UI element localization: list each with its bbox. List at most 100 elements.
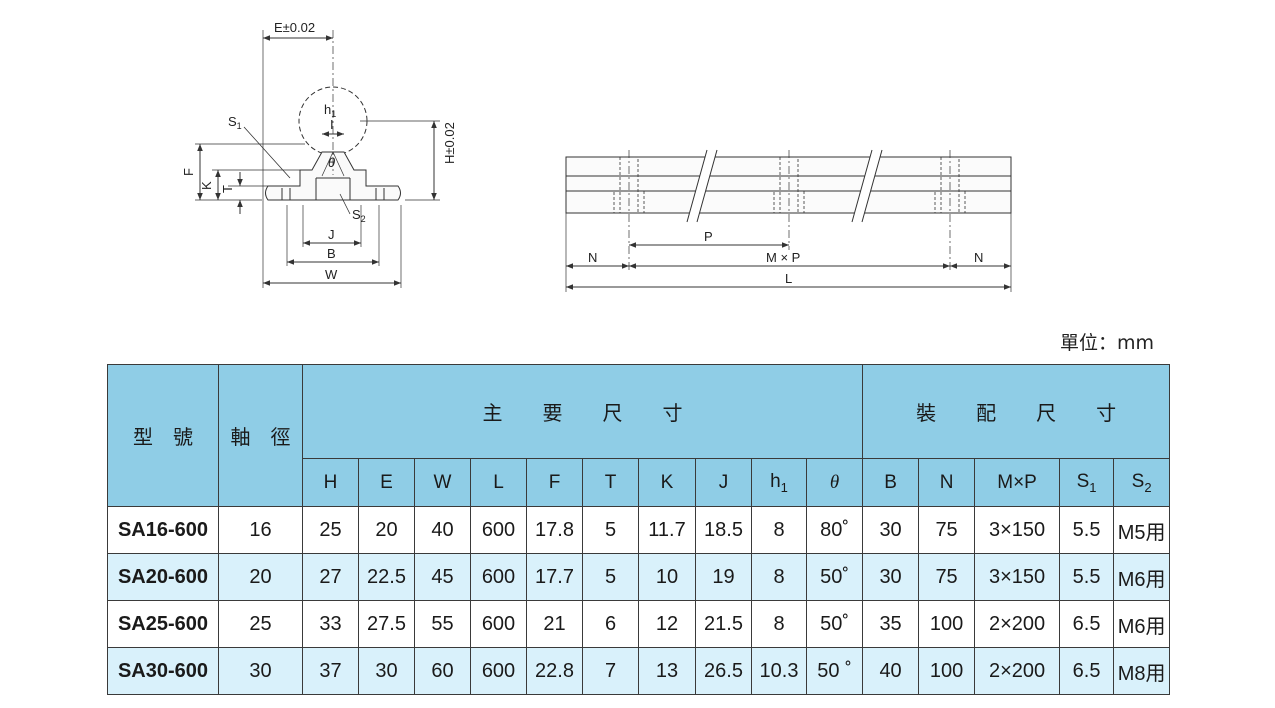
label-l: L [785, 271, 792, 286]
label-s2-sub: 2 [361, 214, 366, 224]
cell-shaft: 20 [218, 553, 303, 601]
header-n: N [918, 458, 976, 507]
label-b: B [327, 246, 336, 261]
svg-text:S2: S2 [352, 207, 366, 224]
header-w: W [414, 458, 471, 507]
cell-j: 26.5 [695, 647, 752, 695]
label-e-tolerance: ±0.02 [283, 20, 315, 35]
cell-n: 100 [918, 600, 976, 648]
cell-j: 18.5 [695, 506, 752, 554]
label-p: P [704, 229, 713, 244]
cell-t: 7 [582, 647, 639, 695]
cell-s2: M6用 [1113, 600, 1171, 648]
cell-s2: M5用 [1113, 506, 1171, 554]
header-row-group: 型 號 軸 徑 主 要 尺 寸 裝 配 尺 寸 [107, 364, 1171, 507]
cell-e: 22.5 [358, 553, 415, 601]
cell-mp: 3×150 [974, 553, 1061, 601]
header-l: L [470, 458, 527, 507]
header-mount-dims: 裝 配 尺 寸 [862, 364, 1171, 459]
cell-s1: 6.5 [1059, 600, 1115, 648]
cell-h: 25 [302, 506, 359, 554]
label-e: E [274, 20, 283, 35]
cell-s2: M8用 [1113, 647, 1171, 695]
cell-s2: M6用 [1113, 553, 1171, 601]
cell-w: 55 [414, 600, 471, 648]
cell-s1: 6.5 [1059, 647, 1115, 695]
label-n-right: N [974, 250, 983, 265]
cell-theta: 50˚ [805, 553, 864, 601]
header-main-dims: 主 要 尺 寸 [301, 364, 864, 459]
cell-b: 35 [862, 600, 920, 648]
cell-w: 40 [414, 506, 471, 554]
cell-k: 11.7 [638, 506, 696, 554]
cross-section-drawing [195, 30, 440, 288]
header-b: B [862, 458, 920, 507]
cell-f: 21 [526, 600, 583, 648]
cell-mp: 2×200 [974, 600, 1061, 648]
svg-text:h1: h1 [324, 102, 336, 119]
label-h-tolerance: ±0.02 [442, 122, 457, 154]
cell-mp: 2×200 [974, 647, 1061, 695]
cell-model: SA16-600 [107, 506, 219, 554]
cell-l: 600 [470, 553, 527, 601]
label-j: J [328, 227, 335, 242]
cell-theta: 50˚ [805, 600, 864, 648]
header-theta: θ [805, 458, 864, 507]
cell-f: 17.8 [526, 506, 583, 554]
label-n-left: N [588, 250, 597, 265]
label-s2: S [352, 207, 361, 222]
cell-k: 13 [638, 647, 696, 695]
header-t: T [582, 458, 639, 507]
side-view-drawing [565, 149, 1012, 292]
svg-text:H±0.02: H±0.02 [442, 122, 457, 164]
cell-l: 600 [470, 600, 527, 648]
cell-mp: 3×150 [974, 506, 1061, 554]
label-h1: h [324, 102, 331, 117]
header-h1: h1 [751, 458, 807, 507]
header-row-sub: H E W L F T K J h1 θ B N M×P S1 S2 [108, 458, 1171, 507]
header-e: E [358, 458, 415, 507]
header-model: 型 號 [107, 364, 219, 507]
header-s2: S2 [1113, 458, 1171, 507]
label-w: W [325, 267, 338, 282]
cross-section-labels: E±0.02 h1 I S1 F K T θ S2 J B W H±0.02 [181, 20, 457, 282]
cell-model: SA20-600 [107, 553, 219, 601]
cell-f: 22.8 [526, 647, 583, 695]
cell-h1: 8 [751, 506, 807, 554]
label-h1-sub: 1 [331, 109, 336, 119]
cell-l: 600 [470, 647, 527, 695]
header-shaft: 軸 徑 [218, 364, 303, 507]
cell-model: SA30-600 [107, 647, 219, 695]
cell-k: 10 [638, 553, 696, 601]
cell-f: 17.7 [526, 553, 583, 601]
label-s1-sub: 1 [237, 121, 242, 131]
cell-h1: 8 [751, 553, 807, 601]
cell-j: 19 [695, 553, 752, 601]
cell-t: 5 [582, 553, 639, 601]
cell-t: 6 [582, 600, 639, 648]
header-f: F [526, 458, 583, 507]
cell-h: 37 [302, 647, 359, 695]
cell-theta: 80˚ [805, 506, 864, 554]
cell-b: 30 [862, 553, 920, 601]
cell-j: 21.5 [695, 600, 752, 648]
cell-s1: 5.5 [1059, 506, 1115, 554]
cell-h1: 8 [751, 600, 807, 648]
cell-w: 60 [414, 647, 471, 695]
label-mp: M × P [766, 250, 800, 265]
label-theta: θ [328, 155, 335, 170]
cell-theta: 50 ˚ [805, 647, 864, 695]
cell-w: 45 [414, 553, 471, 601]
cell-k: 12 [638, 600, 696, 648]
side-view-labels: P N M × P N L [588, 229, 983, 286]
svg-text:S1: S1 [228, 114, 242, 131]
cell-e: 30 [358, 647, 415, 695]
cell-n: 75 [918, 506, 976, 554]
label-t: T [220, 185, 235, 193]
label-k: K [199, 181, 214, 190]
header-s1: S1 [1059, 458, 1115, 507]
